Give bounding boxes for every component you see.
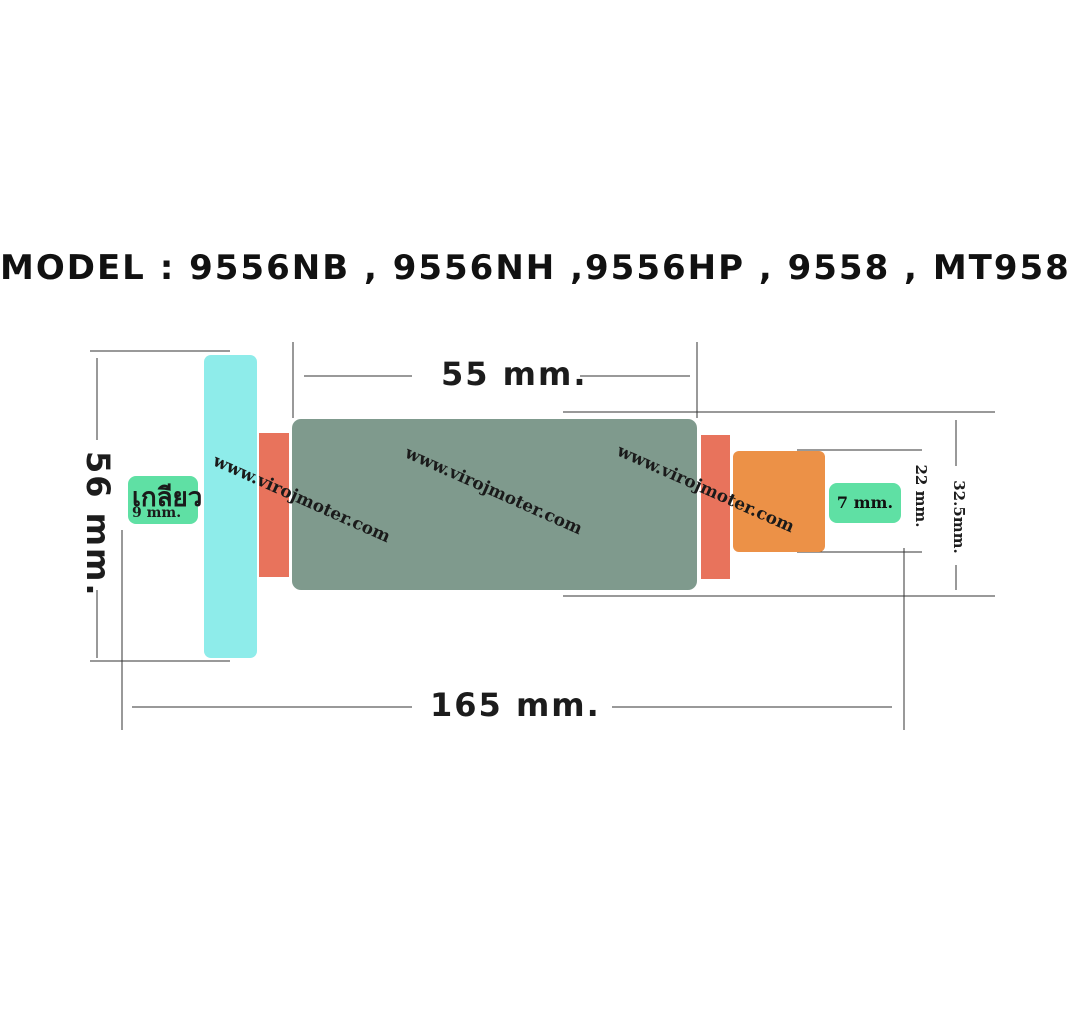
armature-diagram: MODEL : 9556NB , 9556NH ,9556HP , 9558 ,…	[0, 248, 1071, 730]
core-length-label: 55 mm.	[441, 355, 588, 393]
thread-label: เกลียว	[132, 483, 203, 513]
fan-disc	[204, 355, 257, 658]
armature-core	[292, 419, 697, 590]
model-title: MODEL : 9556NB , 9556NH ,9556HP , 9558 ,…	[0, 248, 1071, 288]
bearing-seat-label: 22 mm.	[912, 464, 930, 528]
dimension-lines	[90, 342, 995, 730]
fan-diameter-label: 56 mm.	[79, 451, 117, 598]
shaft-end-badge: 7 mm.	[829, 483, 901, 523]
insulator-plate-right	[701, 435, 730, 579]
thread-size-label: 9 mm.	[132, 505, 182, 521]
overall-length-label: 165 mm.	[430, 686, 601, 724]
core-diameter-label: 32.5mm.	[950, 480, 968, 554]
bearing-seat	[733, 451, 825, 552]
insulator-plate-left	[259, 433, 289, 577]
shaft-end-label: 7 mm.	[836, 493, 894, 512]
thread-size-badge	[128, 476, 198, 524]
